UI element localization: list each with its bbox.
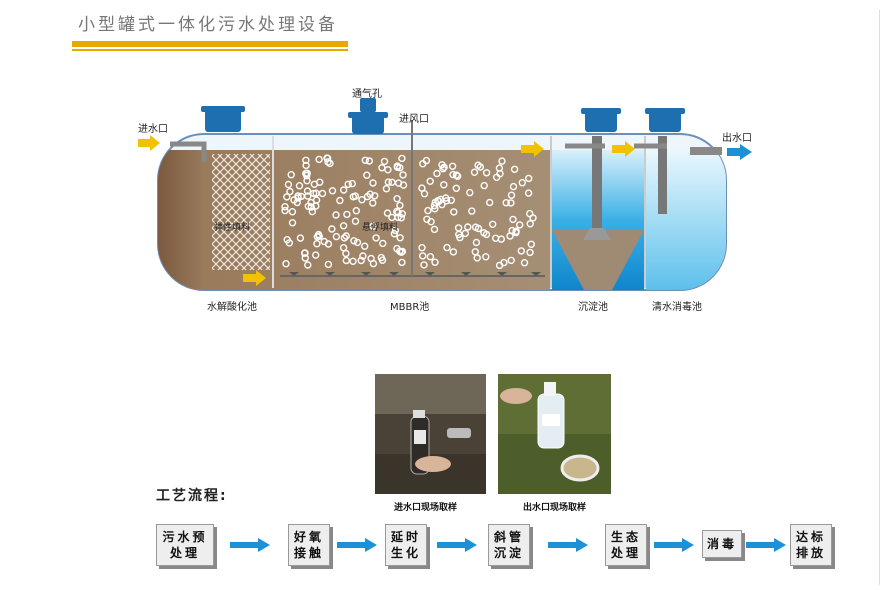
process-step-5: 生态 处理 xyxy=(605,524,647,566)
hydrolysis-label: 水解酸化池 xyxy=(207,302,257,313)
process-title: 工艺流程: xyxy=(156,488,228,504)
flow-arrow-3 xyxy=(437,538,477,552)
disinfection-label: 清水消毒池 xyxy=(652,302,702,313)
flow-arrow-1 xyxy=(230,538,270,552)
mbbr-label: MBBR池 xyxy=(390,302,430,313)
process-step-6: 消毒 xyxy=(702,530,742,558)
process-step-3: 延时 生化 xyxy=(385,524,427,566)
flow-arrow-5 xyxy=(654,538,694,552)
elastic-packing-label: 弹性填料 xyxy=(214,223,251,233)
air-inlet-label: 进风口 xyxy=(399,114,429,125)
flow-arrows-yellow xyxy=(138,135,635,286)
flow-arrow-4 xyxy=(548,538,588,552)
inlet-sample-caption: 进水口现场取样 xyxy=(394,503,458,513)
process-step-2: 好氧 接触 xyxy=(288,524,330,566)
right-border xyxy=(879,10,880,585)
flow-arrow-2 xyxy=(337,538,377,552)
outlet-sample-caption: 出水口现场取样 xyxy=(523,503,587,513)
suspended-packing-label: 悬浮填料 xyxy=(362,223,399,233)
suspended-packing xyxy=(281,154,537,270)
process-step-4: 斜管 沉淀 xyxy=(488,524,530,566)
process-step-7: 达标 排放 xyxy=(790,524,832,566)
settling-cone xyxy=(552,230,644,290)
manhole-lids xyxy=(201,98,685,134)
elastic-packing xyxy=(212,154,270,270)
outlet-label: 出水口 xyxy=(722,133,752,144)
process-step-1: 污水预 处理 xyxy=(156,524,214,566)
flow-arrow-6 xyxy=(746,538,786,552)
vent-label: 通气孔 xyxy=(352,89,382,100)
title-underline-thin xyxy=(72,49,348,51)
page-title: 小型罐式一体化污水处理设备 xyxy=(78,15,338,35)
inlet-pipe xyxy=(170,141,207,162)
inlet-sample-photo xyxy=(375,374,486,494)
outlet-arrow-blue xyxy=(727,144,752,160)
outlet-sample-photo xyxy=(498,374,611,494)
tank-diagram xyxy=(138,98,752,291)
inlet-label: 进水口 xyxy=(138,124,168,135)
title-underline-thick xyxy=(72,41,348,47)
sedimentation-label: 沉淀池 xyxy=(578,302,608,313)
